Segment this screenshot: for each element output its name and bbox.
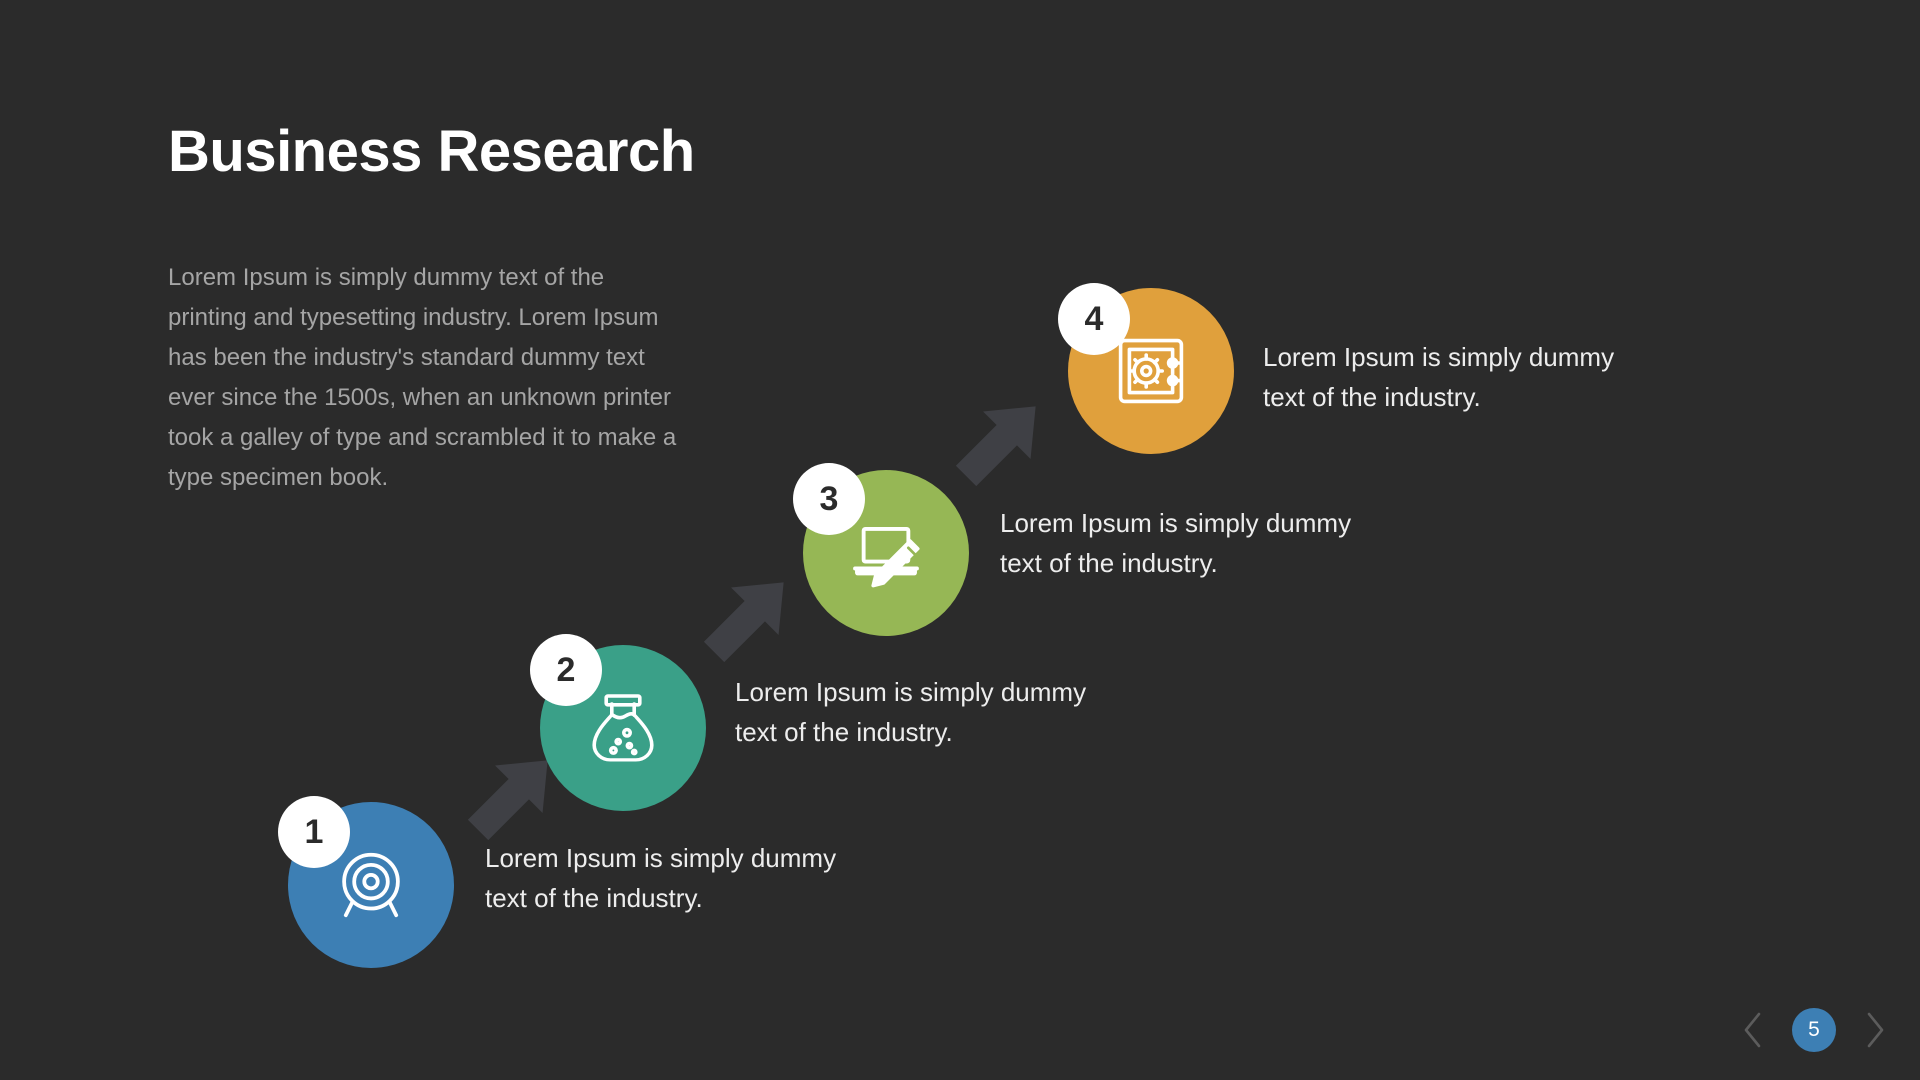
previous-slide-button[interactable] <box>1736 1007 1770 1053</box>
chevron-right-icon <box>1867 1012 1884 1048</box>
step-number-2: 2 <box>556 650 576 689</box>
chevron-left-icon <box>1744 1012 1761 1048</box>
step-number-3: 3 <box>819 479 839 518</box>
arrow-up-right-icon <box>703 582 784 663</box>
step-number-badge-1: 1 <box>278 796 350 868</box>
step-label-1: Lorem Ipsum is simply dummy text of the … <box>485 843 837 913</box>
connector-arrow-2 <box>688 558 808 678</box>
step-number-badge-2: 2 <box>530 634 602 706</box>
step-number-1: 1 <box>304 812 324 851</box>
page-title: Business Research <box>168 119 695 184</box>
pagination: 5 <box>1736 1000 1892 1060</box>
step-label-4: Lorem Ipsum is simply dummy text of the … <box>1263 342 1615 412</box>
flask-icon <box>583 688 663 768</box>
step-number-4: 4 <box>1084 299 1104 338</box>
slide-description: Lorem Ipsum is simply dummy text of the … <box>168 264 677 491</box>
laptop-pencil-icon <box>843 510 929 596</box>
current-page-number: 5 <box>1808 1018 1820 1041</box>
arrow-up-right-icon <box>955 406 1036 487</box>
connector-arrow-1 <box>452 736 572 856</box>
step-number-badge-3: 3 <box>793 463 865 535</box>
step-label-2: Lorem Ipsum is simply dummy text of the … <box>735 677 1087 747</box>
step-number-badge-4: 4 <box>1058 283 1130 355</box>
safe-vault-icon <box>1111 331 1191 411</box>
current-page-indicator[interactable]: 5 <box>1792 1008 1836 1052</box>
connector-arrow-3 <box>940 382 1060 502</box>
step-label-3: Lorem Ipsum is simply dummy text of the … <box>1000 508 1352 578</box>
target-icon <box>329 843 413 927</box>
next-slide-button[interactable] <box>1858 1007 1892 1053</box>
arrow-up-right-icon <box>467 760 548 841</box>
